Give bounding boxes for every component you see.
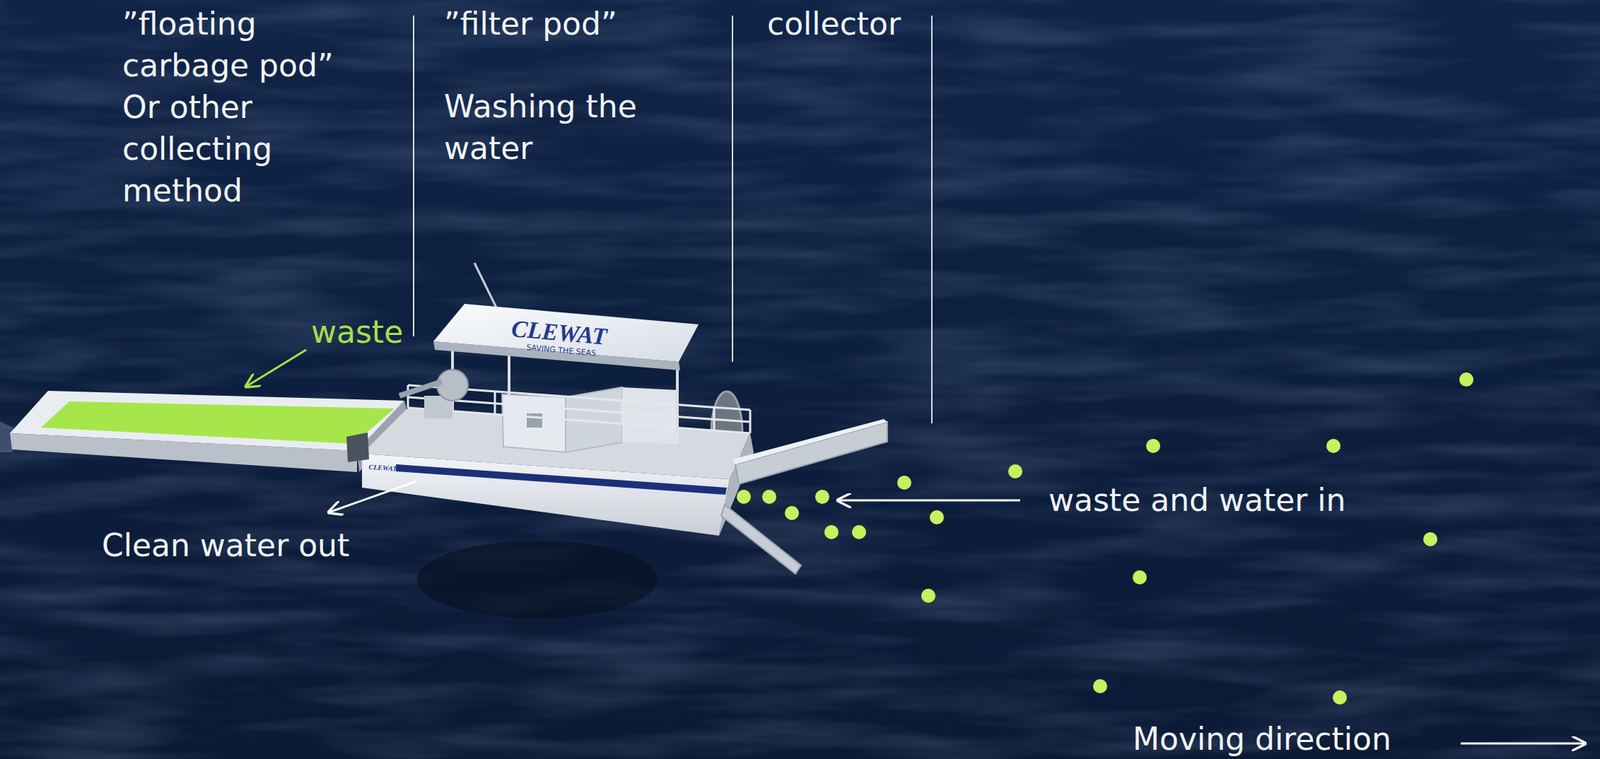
boat-cabin <box>501 387 679 453</box>
boat-reflection <box>417 540 658 619</box>
outflow-arrow <box>328 481 417 513</box>
collector-arms <box>721 419 888 575</box>
engine <box>346 432 370 463</box>
part-title: ”filter pod” <box>444 2 618 45</box>
flow-label: waste and water in <box>1048 479 1346 522</box>
direction-arrow <box>1460 743 1586 746</box>
waste-label: waste <box>311 311 404 353</box>
part-title: ”floating carbage pod” Or other collecti… <box>122 2 349 212</box>
part-description: Washing the water <box>444 85 657 169</box>
waste-dots <box>736 372 1474 705</box>
divider-lines <box>413 15 932 424</box>
garbage-pod <box>9 390 409 473</box>
roof <box>433 304 699 371</box>
part-title: collector <box>767 2 901 45</box>
waste-arrow <box>246 349 307 387</box>
direction-label: Moving direction <box>1132 718 1392 759</box>
inflow-arrow <box>837 499 1021 502</box>
crane <box>399 369 469 419</box>
flow-label: Clean water out <box>101 524 350 567</box>
